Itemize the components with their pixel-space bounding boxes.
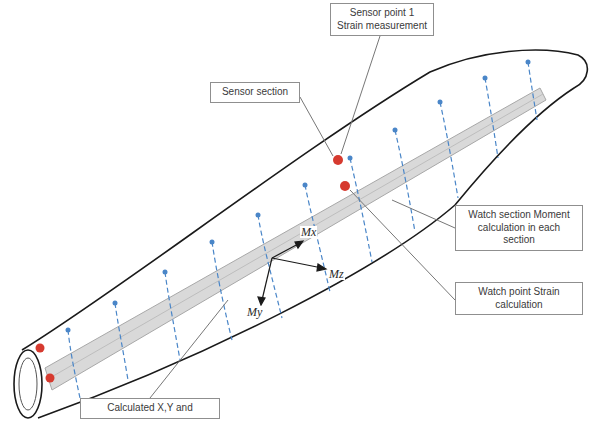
leader-lines xyxy=(150,36,455,398)
callout-text: Sensor section xyxy=(216,86,294,99)
moment-label: My xyxy=(246,306,263,318)
callout-box: Watch point Strain calculation xyxy=(455,282,583,315)
callout-text: Sensor point 1 Strain measurement xyxy=(336,7,428,32)
moment-axes xyxy=(258,241,326,305)
blade-outline xyxy=(22,50,587,418)
callout-text: Calculated X,Y and xyxy=(86,402,214,415)
callout-text: Watch section Moment calculation in each… xyxy=(461,209,577,247)
callout-box: Sensor point 1 Strain measurement xyxy=(330,3,434,36)
blade-root xyxy=(14,350,42,418)
callout-box: Sensor section xyxy=(210,82,300,103)
callout-text: Watch point Strain calculation xyxy=(461,286,577,311)
sensor-points xyxy=(36,155,351,383)
moment-label: Mz xyxy=(328,268,345,280)
blade-root-inner xyxy=(19,358,37,410)
callout-box: Calculated X,Y and xyxy=(80,398,220,419)
moment-label: Mx xyxy=(300,226,317,238)
callout-box: Watch section Moment calculation in each… xyxy=(455,205,583,251)
